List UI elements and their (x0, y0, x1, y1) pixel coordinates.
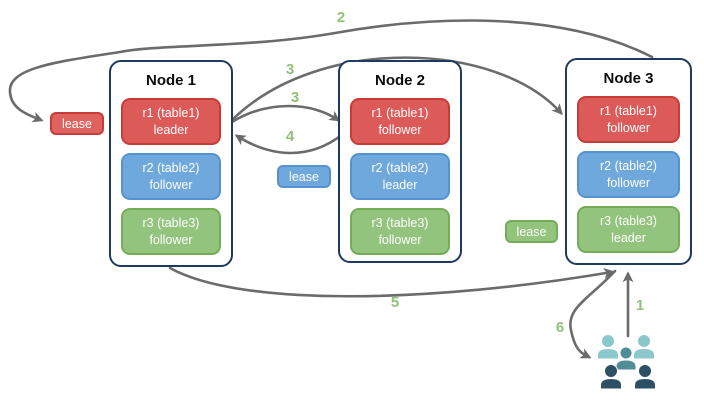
replica-name: r2 (table2) (600, 158, 657, 173)
node3-replica-r1: r1 (table1) follower (577, 96, 680, 143)
node-2-title: Node 2 (374, 72, 425, 89)
replica-name: r1 (table1) (371, 105, 429, 120)
node3-replica-r2: r2 (table2) follower (577, 151, 680, 198)
node2-replica-r2: r2 (table2) leader (350, 153, 450, 200)
replica-name: r1 (table1) (600, 103, 657, 118)
arrow-step3-leader-to-node3 (230, 56, 563, 122)
replica-role: follower (149, 177, 193, 192)
node-1-title: Node 1 (145, 72, 196, 89)
arrow-step6-node3-to-clients (569, 269, 617, 359)
person-icon (634, 364, 656, 390)
lease-badge-table2: lease (277, 165, 331, 188)
person-icon (600, 364, 622, 390)
lease-badge-table1: lease (50, 112, 104, 135)
replica-role: leader (153, 122, 189, 137)
person-icon (597, 334, 619, 360)
replica-role: follower (149, 232, 193, 247)
node1-replica-r1: r1 (table1) leader (121, 98, 221, 145)
node-3-title: Node 3 (603, 70, 654, 87)
replica-role: follower (378, 122, 422, 137)
node-3: Node 3 r1 (table1) follower r2 (table2) … (565, 58, 692, 265)
arrow-step3-leader-to-node2 (230, 104, 341, 124)
person-icon (615, 346, 637, 371)
flow-step-3a-label: 3 (285, 61, 295, 78)
flow-step-1-label: 1 (635, 297, 645, 314)
lease-badge-table3: lease (505, 220, 558, 243)
replica-name: r3 (table3) (371, 215, 429, 230)
replica-name: r2 (table2) (371, 160, 429, 175)
replica-name: r2 (table2) (142, 160, 200, 175)
node2-replica-r1: r1 (table1) follower (350, 98, 450, 145)
replica-name: r3 (table3) (142, 215, 200, 230)
node1-replica-r2: r2 (table2) follower (121, 153, 221, 200)
person-icon (633, 334, 655, 360)
node1-replica-r3: r3 (table3) follower (121, 208, 221, 255)
node-1: Node 1 r1 (table1) leader r2 (table2) fo… (109, 60, 233, 267)
replica-name: r3 (table3) (600, 213, 657, 228)
node-2: Node 2 r1 (table1) follower r2 (table2) … (338, 60, 462, 263)
arrow-step4-node2-to-leader (234, 132, 345, 155)
replica-role: leader (611, 230, 646, 245)
flow-step-6-label: 6 (555, 319, 565, 336)
replica-role: leader (382, 177, 418, 192)
arrow-step5-node1-to-node3 (168, 266, 615, 298)
replica-name: r1 (table1) (142, 105, 200, 120)
arrow-step2-node3-to-lease1 (8, 19, 654, 123)
flow-step-4-label: 4 (285, 128, 295, 145)
flow-step-2-label: 2 (336, 9, 346, 26)
clients-people-icon (597, 334, 656, 390)
replica-role: follower (606, 175, 651, 190)
node2-replica-r3: r3 (table3) follower (350, 208, 450, 255)
flow-step-3b-label: 3 (290, 89, 300, 106)
replica-role: follower (378, 232, 422, 247)
node3-replica-r3: r3 (table3) leader (577, 206, 680, 253)
flow-step-5-label: 5 (390, 294, 400, 311)
replica-role: follower (606, 120, 651, 135)
